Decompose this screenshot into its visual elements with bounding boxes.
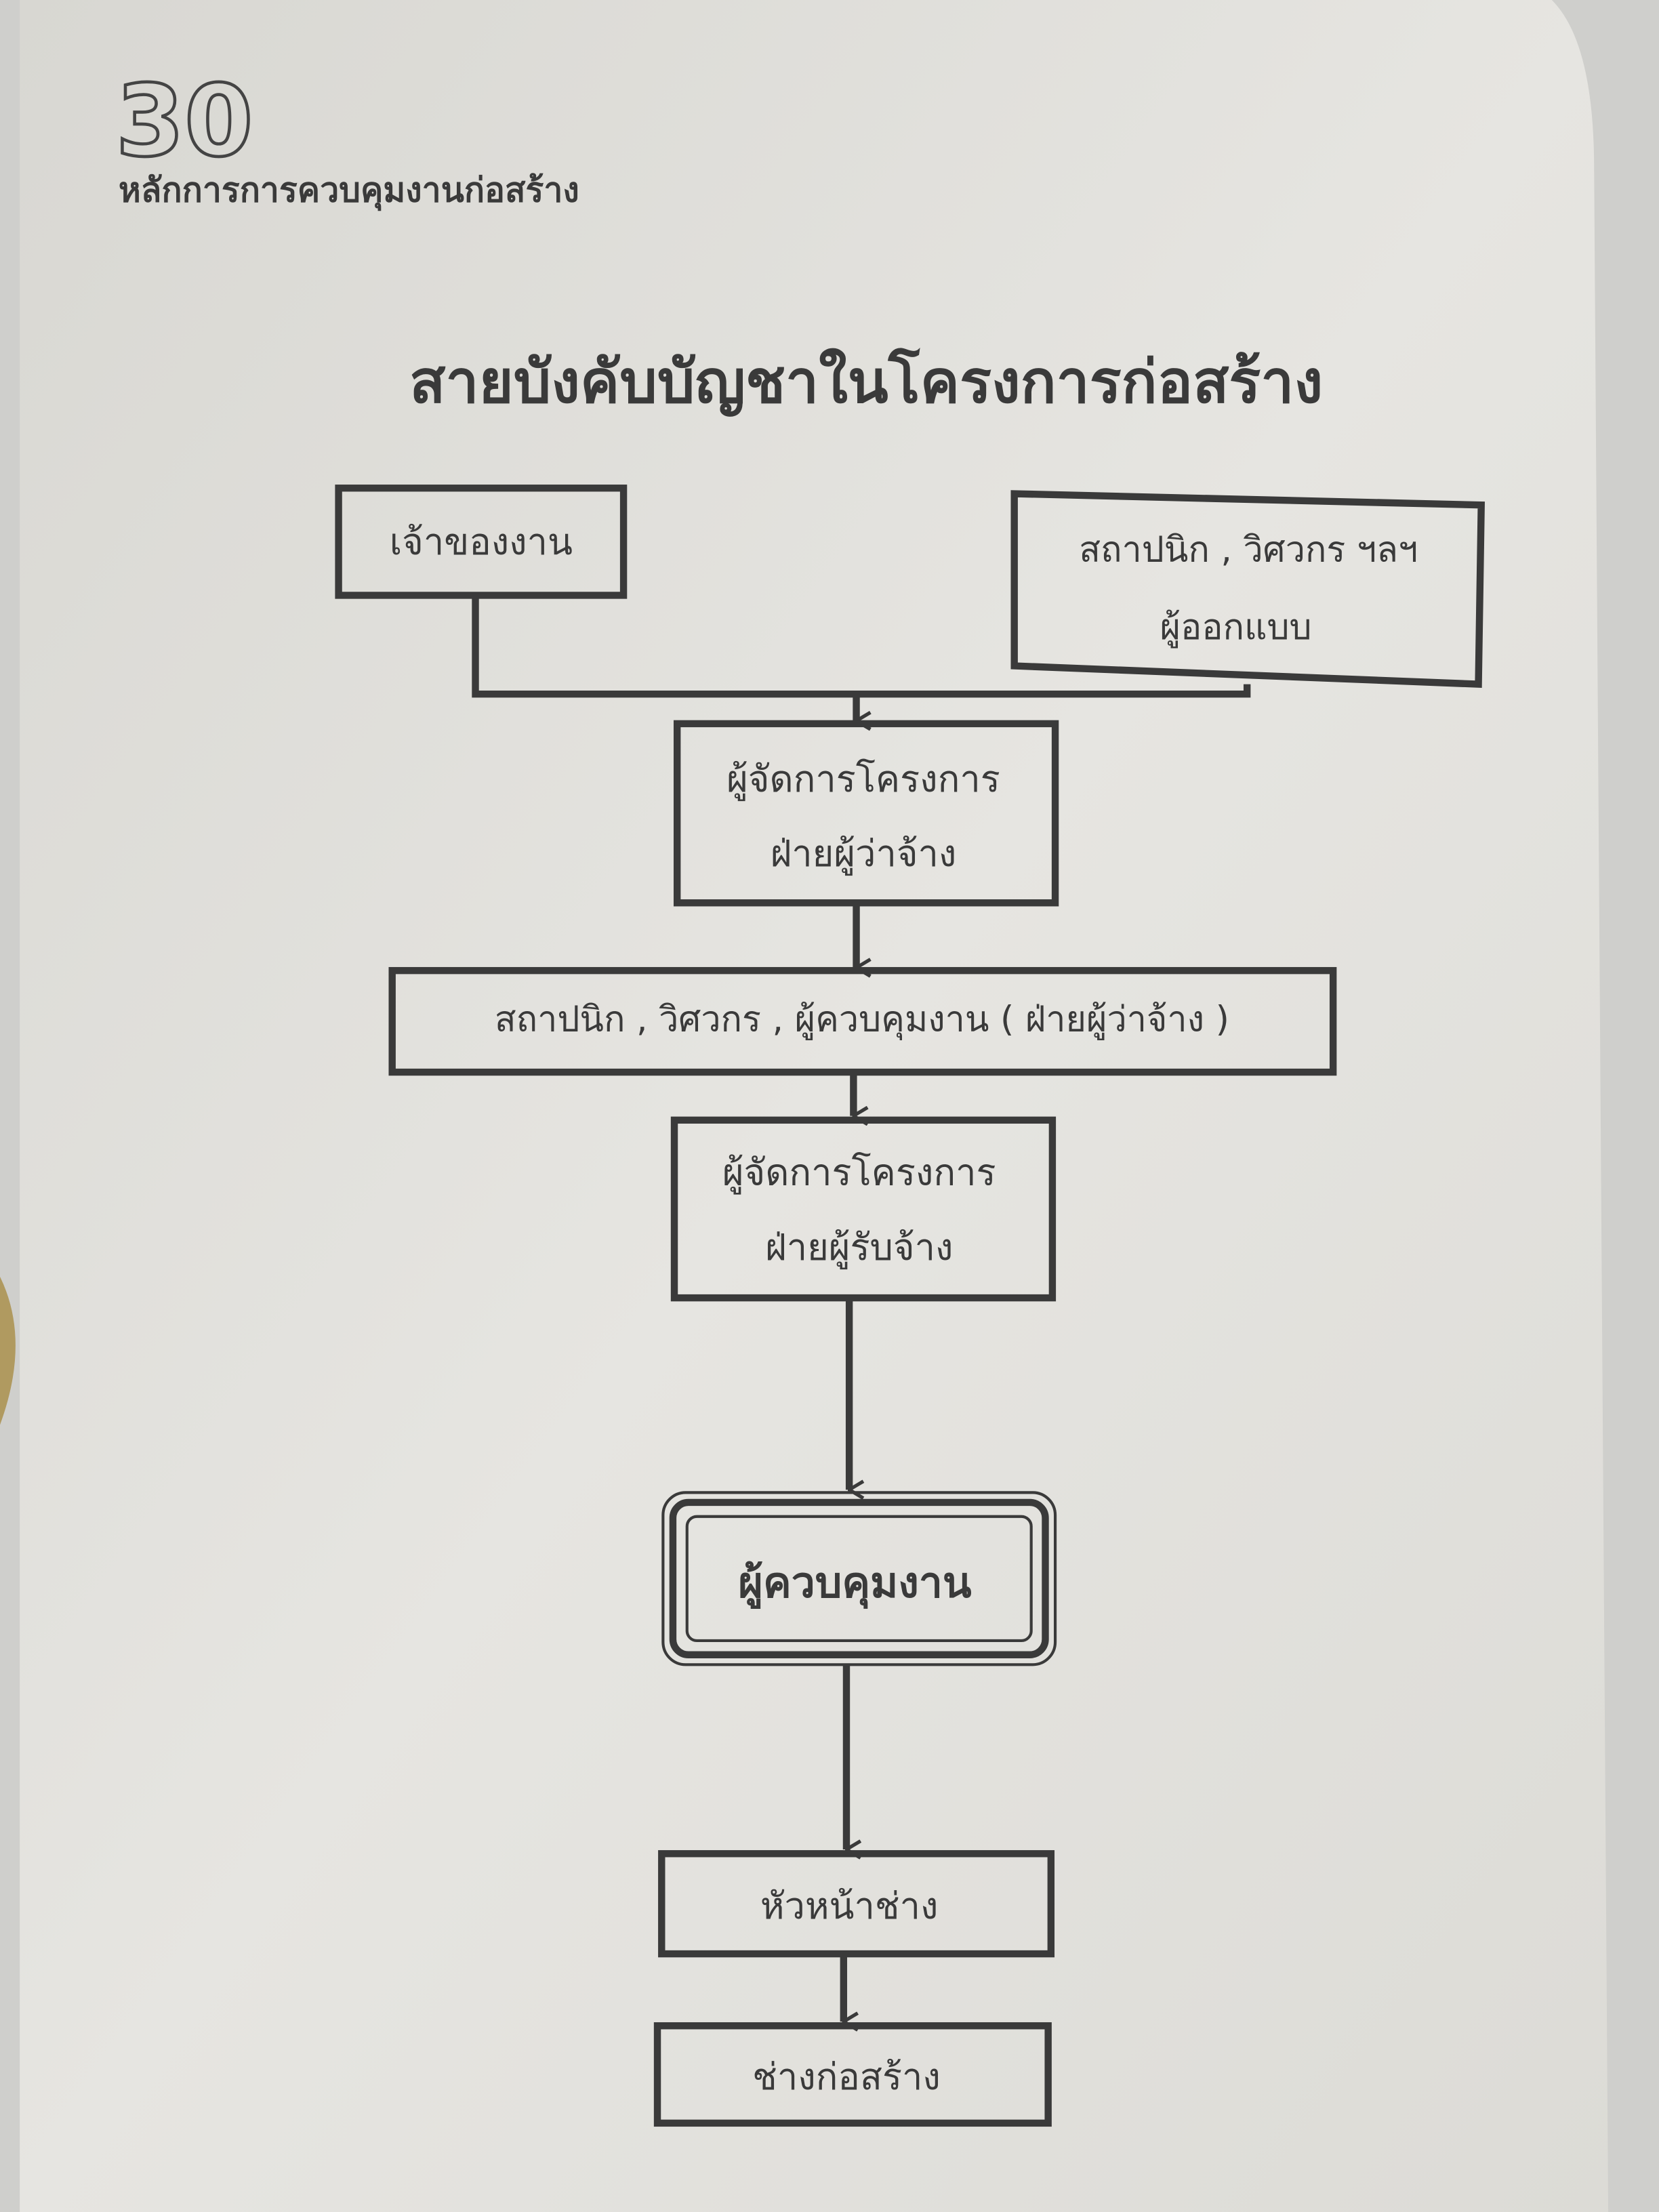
chart-title: สายบังคับบัญชาในโครงการก่อสร้าง <box>409 347 1323 417</box>
page-number: 30 <box>116 64 253 179</box>
contractor-pm-line1: ผู้จัดการโครงการ <box>722 1151 996 1195</box>
running-header: หลักการการควบคุมงานก่อสร้าง <box>119 171 579 211</box>
client-team-label: สถาปนิก , วิศวกร , ผู้ควบคุมงาน ( ฝ่ายผู… <box>495 1000 1229 1041</box>
box-contractor-project-manager: ผู้จัดการโครงการ ฝ่ายผู้รับจ้าง <box>670 1116 1057 1302</box>
connectors <box>472 595 1251 2022</box>
box-client-team: สถาปนิก , วิศวกร , ผู้ควบคุมงาน ( ฝ่ายผู… <box>388 966 1337 1076</box>
box-supervisor: ผู้ควบคุมงาน <box>661 1491 1057 1666</box>
paper <box>20 0 1609 2212</box>
box-client-project-manager: ผู้จัดการโครงการ ฝ่ายผู้ว่าจ้าง <box>673 720 1059 907</box>
box-foreman: หัวหน้าช่าง <box>658 1850 1055 1958</box>
contractor-pm-line2: ฝ่ายผู้รับจ้าง <box>765 1226 953 1269</box>
client-pm-line1: ผู้จัดการโครงการ <box>726 758 1000 801</box>
foreman-label: หัวหน้าช่าง <box>760 1885 939 1927</box>
owner-label: เจ้าของงาน <box>390 520 573 563</box>
builder-label: ช่างก่อสร้าง <box>752 2055 941 2098</box>
box-owner: เจ้าของงาน <box>335 485 628 599</box>
designer-label-line1: สถาปนิก , วิศวกร ฯลฯ <box>1079 529 1418 570</box>
designer-label-line2: ผู้ออกแบบ <box>1160 607 1311 649</box>
client-pm-line2: ฝ่ายผู้ว่าจ้าง <box>771 832 957 876</box>
coin-edge <box>0 1276 16 1425</box>
box-designer: สถาปนิก , วิศวกร ฯลฯ ผู้ออกแบบ <box>1010 490 1485 689</box>
box-builder: ช่างก่อสร้าง <box>653 2022 1052 2127</box>
supervisor-label: ผู้ควบคุมงาน <box>738 1557 972 1609</box>
